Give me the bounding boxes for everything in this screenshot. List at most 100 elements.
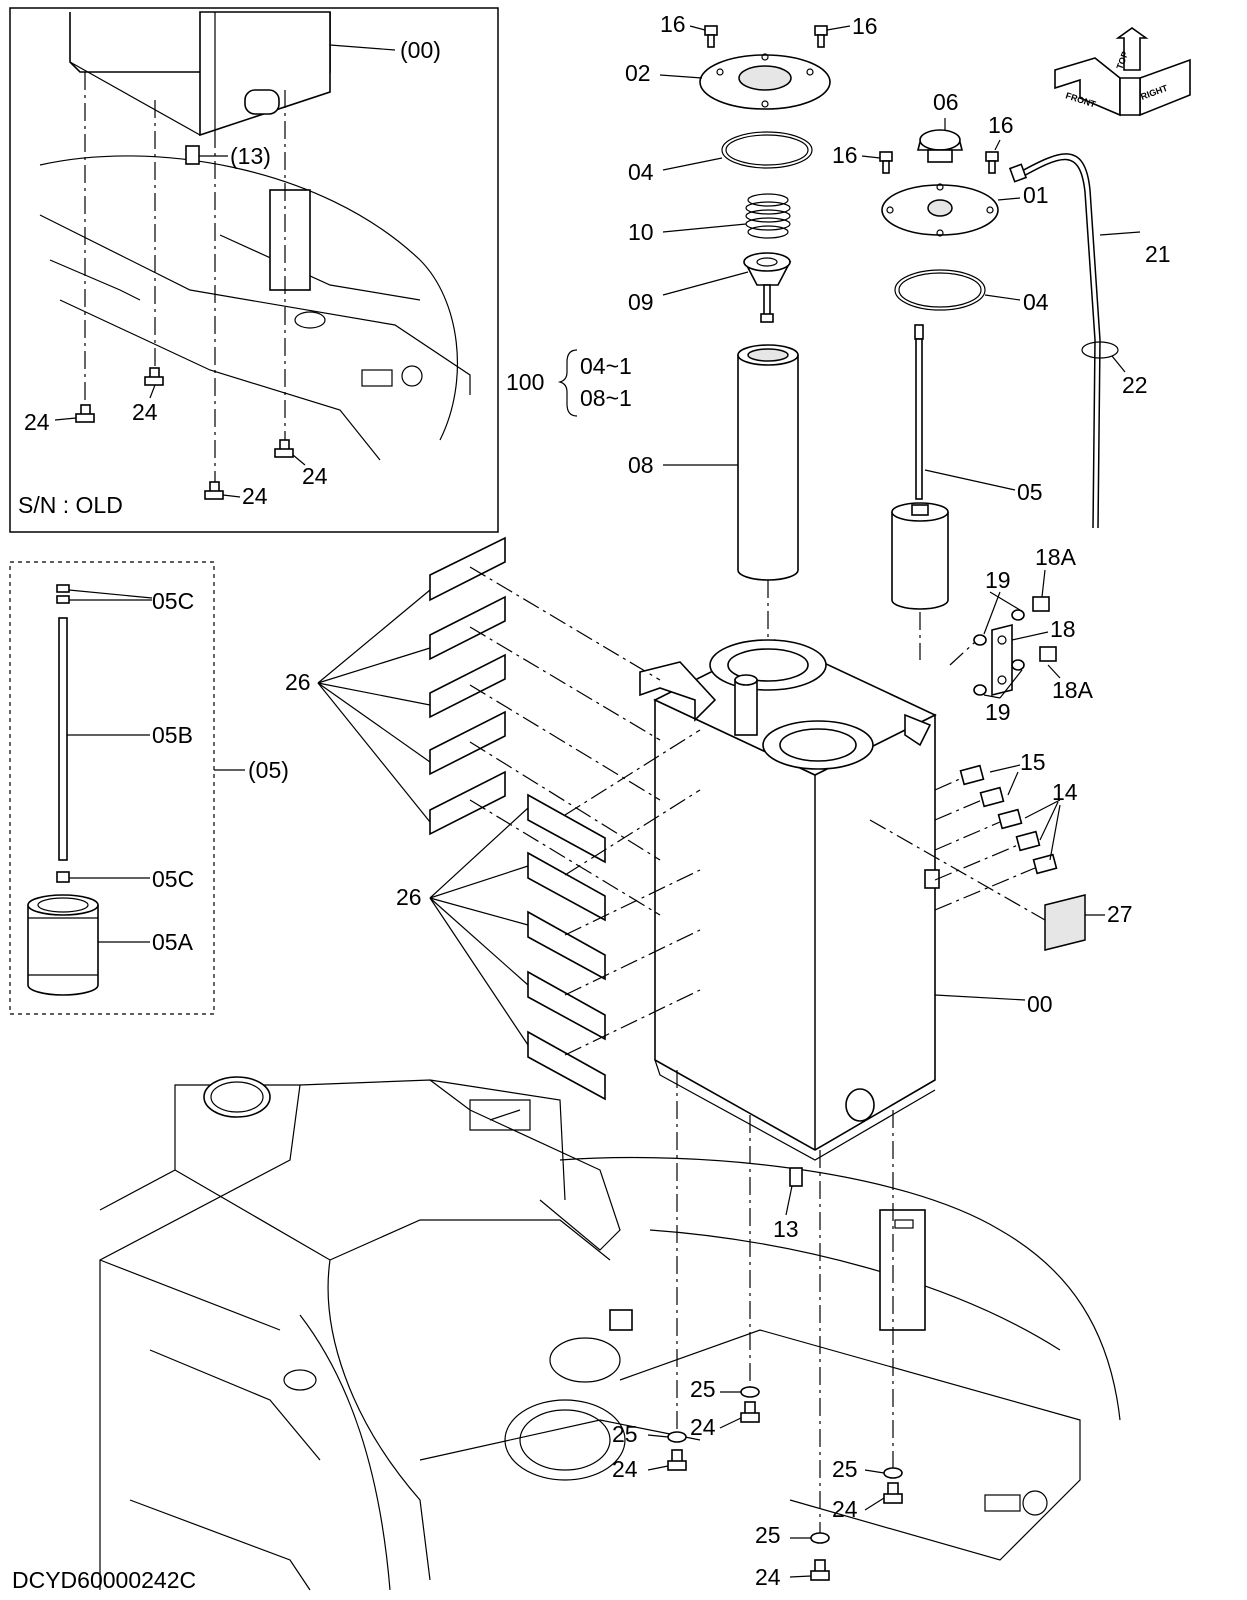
label-02: 02 — [625, 60, 651, 86]
fitting-15-a — [959, 764, 985, 786]
label-14: 14 — [1052, 779, 1078, 805]
washer-25-a — [740, 1386, 760, 1398]
bolt-18A-a — [1032, 596, 1050, 612]
inset-bolt-24-b — [144, 367, 164, 386]
breather-hose-21 — [1008, 153, 1101, 529]
filter-05A — [27, 894, 99, 996]
label-09: 09 — [628, 289, 654, 315]
label-06: 06 — [933, 89, 959, 115]
label-26-b: 26 — [396, 884, 422, 910]
upperstructure-frame — [99, 1076, 1121, 1591]
cover-plate-02 — [699, 53, 831, 110]
label-04-b: 04 — [1023, 289, 1049, 315]
label-21: 21 — [1145, 241, 1171, 267]
label-100-b: 08~1 — [580, 385, 632, 411]
label-27: 27 — [1107, 901, 1133, 927]
clamp-22 — [1081, 341, 1119, 359]
o-ring-04-a — [721, 131, 813, 169]
bracket-18 — [991, 623, 1013, 697]
label-19-b: 19 — [985, 699, 1011, 725]
label-18: 18 — [1050, 616, 1076, 642]
bolt-24-g — [883, 1482, 903, 1504]
rod-05B — [58, 617, 68, 861]
bolt-16-c — [879, 151, 893, 174]
inset-bolt-24-d — [204, 481, 224, 500]
label-24-c: 24 — [302, 463, 328, 489]
bolt-16-a — [704, 25, 718, 48]
label-15: 15 — [1020, 749, 1046, 775]
label-16-b: 16 — [852, 13, 878, 39]
drawing-code: DCYD60000242C — [12, 1567, 196, 1593]
bolt-24-f — [667, 1449, 687, 1471]
label-24-h: 24 — [755, 1564, 781, 1590]
fitting-14-b — [1015, 830, 1041, 852]
washer-25-d — [810, 1532, 830, 1544]
plug-13 — [789, 1167, 803, 1187]
label-05C-b: 05C — [152, 866, 194, 892]
label-01: 01 — [1023, 182, 1049, 208]
inset-bolt-24-c — [274, 439, 294, 458]
label-25-c: 25 — [832, 1456, 858, 1482]
washer-25-c — [883, 1467, 903, 1479]
label-26-a: 26 — [285, 669, 311, 695]
decal-pads-26-lower — [527, 793, 606, 1101]
label-05B: 05B — [152, 722, 193, 748]
label-04-a: 04 — [628, 159, 654, 185]
label-05A: 05A — [152, 929, 194, 955]
label-25-d: 25 — [755, 1522, 781, 1548]
label-24-e: 24 — [690, 1414, 716, 1440]
decal-pads-26-upper — [429, 536, 506, 836]
label-16-d: 16 — [988, 112, 1014, 138]
inset-old-serial — [9, 7, 499, 533]
inset-serial-note: S/N : OLD — [18, 492, 123, 518]
label-19-a: 19 — [985, 567, 1011, 593]
fitting-15-b — [979, 786, 1005, 808]
label-24-f: 24 — [612, 1456, 638, 1482]
label-00: 00 — [1027, 991, 1053, 1017]
spring-10 — [745, 193, 791, 239]
label-100: 100 — [506, 369, 544, 395]
label-24-a: 24 — [24, 409, 50, 435]
label-22: 22 — [1122, 372, 1148, 398]
label-05C-a: 05C — [152, 588, 194, 614]
washer-25-b — [667, 1431, 687, 1443]
fitting-14-a — [997, 808, 1023, 830]
washer-19-c — [1011, 659, 1025, 671]
bolt-18A-b — [1039, 646, 1057, 662]
bolt-24-h — [810, 1559, 830, 1581]
label-08: 08 — [628, 452, 654, 478]
bolt-16-d — [985, 151, 999, 174]
label-18A-a: 18A — [1035, 544, 1077, 570]
label-13: 13 — [773, 1216, 799, 1242]
breather-cap-06 — [916, 129, 964, 163]
label-plate-27 — [1044, 894, 1086, 951]
label-24-d: 24 — [242, 483, 268, 509]
nut-05C-top — [56, 584, 70, 604]
hydraulic-tank-00 — [639, 639, 940, 1161]
fitting-14-c — [1032, 853, 1058, 875]
kit-100-brace — [557, 349, 578, 417]
bolt-16-b — [814, 25, 828, 48]
valve-09 — [743, 252, 792, 323]
inset-tank-port — [244, 89, 280, 115]
label-18A-b: 18A — [1052, 677, 1094, 703]
label-25-b: 25 — [612, 1421, 638, 1447]
label-13-inset: (13) — [230, 143, 271, 169]
label-100-a: 04~1 — [580, 353, 632, 379]
washer-19-b — [973, 634, 987, 646]
washer-19-a — [1011, 609, 1025, 621]
bolt-24-e — [740, 1401, 760, 1423]
flange-plate-01 — [881, 183, 999, 237]
inset-frame — [9, 7, 499, 533]
label-24-b: 24 — [132, 399, 158, 425]
nut-05C-bottom — [56, 871, 70, 883]
orientation-indicator: FRONT TOP RIGHT — [1054, 27, 1191, 117]
label-24-g: 24 — [832, 1496, 858, 1522]
label-16-a: 16 — [660, 11, 686, 37]
filter-element-08 — [737, 344, 799, 581]
inset-tank-body — [199, 11, 331, 137]
o-ring-04-b — [894, 269, 986, 311]
label-00-inset: (00) — [400, 37, 441, 63]
label-25-a: 25 — [690, 1376, 716, 1402]
